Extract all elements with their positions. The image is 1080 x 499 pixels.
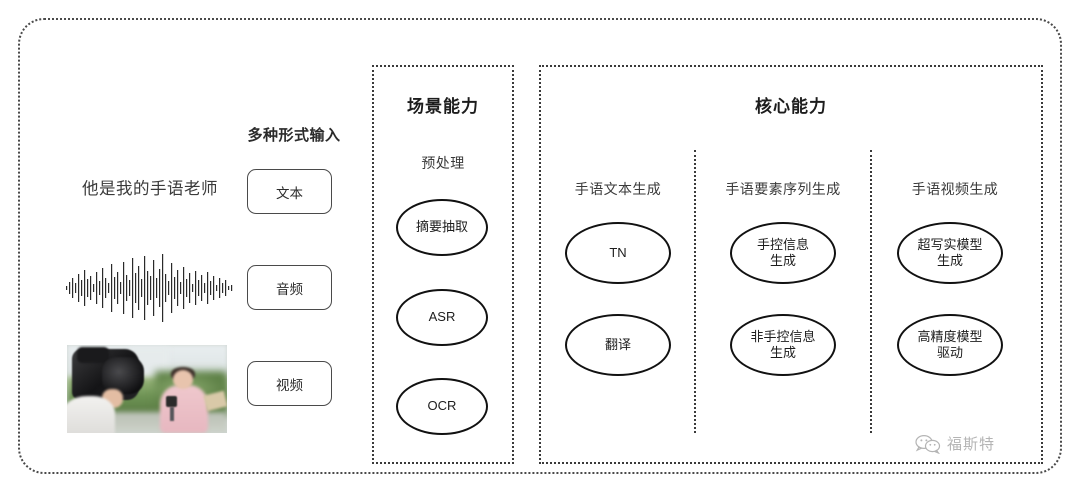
thumb-reporter-body — [159, 385, 208, 433]
core-column-divider-2 — [870, 150, 872, 433]
input-chip-text[interactable]: 文本 — [247, 169, 332, 214]
scene-capability-panel: 场景能力 预处理 摘要抽取 ASR OCR — [372, 65, 514, 464]
scene-group-label: 预处理 — [421, 155, 465, 171]
core-column-1-label: 手语文本生成 — [574, 181, 662, 197]
wechat-icon — [915, 434, 941, 454]
video-thumbnail-image — [67, 345, 227, 433]
core-column-3-label: 手语视频生成 — [911, 181, 999, 197]
core-column-divider-1 — [694, 150, 696, 433]
input-chip-video-label: 视频 — [276, 377, 303, 393]
watermark-text: 福斯特 — [947, 436, 996, 453]
thumb-mic-handle — [170, 406, 174, 421]
core-node-photoreal-model-generation[interactable]: 超写实模型 生成 — [897, 222, 1003, 284]
watermark: 福斯特 — [915, 433, 995, 454]
core-node-nonmanual-feature-generation[interactable]: 非手控信息 生成 — [730, 314, 836, 376]
input-chip-audio-label: 音频 — [276, 281, 303, 297]
input-chip-audio[interactable]: 音频 — [247, 265, 332, 310]
thumb-camera-hood — [76, 346, 109, 363]
input-chip-text-label: 文本 — [276, 185, 303, 201]
diagram-outer-container: 多种形式输入 他是我的手语老师 — [18, 18, 1062, 474]
thumb-operator-shoulder — [67, 396, 115, 433]
input-chip-video[interactable]: 视频 — [247, 361, 332, 406]
core-node-tn[interactable]: TN — [565, 222, 671, 284]
core-node-manual-feature-generation[interactable]: 手控信息 生成 — [730, 222, 836, 284]
scene-node-asr[interactable]: ASR — [396, 289, 488, 346]
thumb-camera-lens — [102, 357, 144, 395]
core-column-2-label: 手语要素序列生成 — [725, 181, 841, 197]
core-capability-panel: 核心能力 手语文本生成 TN 翻译 手语要素序列生成 手控信息 生成 非手控信息… — [539, 65, 1043, 464]
scene-node-ocr[interactable]: OCR — [396, 378, 488, 435]
scene-panel-title: 场景能力 — [407, 97, 479, 116]
core-node-translation[interactable]: 翻译 — [565, 314, 671, 376]
scene-node-summarization[interactable]: 摘要抽取 — [396, 199, 488, 256]
audio-waveform-icon — [66, 254, 233, 322]
sample-sentence-text: 他是我的手语老师 — [82, 180, 218, 198]
thumb-reporter-head — [172, 369, 194, 389]
core-node-highprecision-model-driving[interactable]: 高精度模型 驱动 — [897, 314, 1003, 376]
thumb-microphone — [166, 396, 178, 408]
core-panel-title: 核心能力 — [755, 97, 827, 116]
input-section-heading: 多种形式输入 — [247, 127, 341, 144]
